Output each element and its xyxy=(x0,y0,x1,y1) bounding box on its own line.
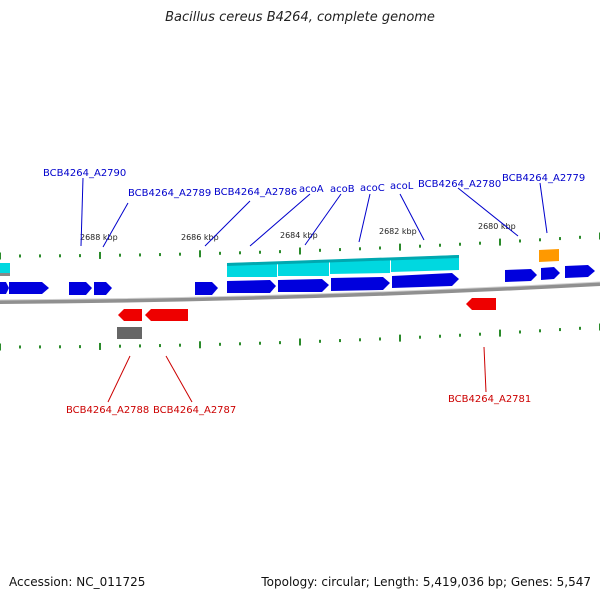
forward-gene-a2786[interactable] xyxy=(195,282,218,295)
reverse-label-leaders xyxy=(107,346,487,403)
forward-gene-a2790-left[interactable] xyxy=(9,282,49,294)
reverse-genes xyxy=(118,298,496,321)
forward-gene-labels: BCB4264_A2790 BCB4264_A2789 BCB4264_A278… xyxy=(43,168,585,199)
accession-text: Accession: NC_011725 xyxy=(9,575,146,589)
label-acoA[interactable]: acoA xyxy=(299,184,324,195)
leader-acoA xyxy=(249,193,311,247)
aco-operon-highlight[interactable] xyxy=(227,255,459,277)
operon-block-3[interactable] xyxy=(330,258,390,274)
kbp-marker-2688: 2688 kbp xyxy=(80,233,118,242)
left-edge-gray-fragment xyxy=(0,273,10,276)
label-a2786[interactable]: BCB4264_A2786 xyxy=(214,187,297,198)
reverse-gene-labels: BCB4264_A2788 BCB4264_A2787 BCB4264_A278… xyxy=(66,394,531,416)
lower-tick-row xyxy=(0,323,600,351)
reverse-gene-a2781[interactable] xyxy=(466,298,496,310)
label-acoC[interactable]: acoC xyxy=(360,183,385,194)
forward-gene-acoL[interactable] xyxy=(392,273,459,288)
label-a2781[interactable]: BCB4264_A2781 xyxy=(448,394,531,405)
left-edge-operon-fragment[interactable] xyxy=(0,263,10,273)
forward-gene-a2780[interactable] xyxy=(505,269,537,282)
leader-a2787 xyxy=(165,355,193,403)
forward-gene-right[interactable] xyxy=(565,265,595,278)
forward-gene-a2789[interactable] xyxy=(94,282,112,295)
reverse-gene-a2787[interactable] xyxy=(145,309,188,321)
upper-tick-row xyxy=(0,232,600,260)
orange-gene-a2779[interactable] xyxy=(539,249,559,262)
forward-gene-acoB[interactable] xyxy=(278,279,329,292)
forward-label-leaders xyxy=(80,177,548,248)
label-a2787[interactable]: BCB4264_A2787 xyxy=(153,405,236,416)
label-a2790[interactable]: BCB4264_A2790 xyxy=(43,168,126,179)
label-a2780[interactable]: BCB4264_A2780 xyxy=(418,179,501,190)
operon-top-edge xyxy=(227,255,459,266)
leader-a2779 xyxy=(539,182,548,234)
leader-acoB xyxy=(304,193,342,246)
leader-a2790 xyxy=(80,177,84,247)
forward-gene-acoC[interactable] xyxy=(331,277,390,291)
label-a2779[interactable]: BCB4264_A2779 xyxy=(502,173,585,184)
pseudo-gene-block[interactable] xyxy=(117,327,142,339)
label-a2789[interactable]: BCB4264_A2789 xyxy=(128,188,211,199)
leader-acoL xyxy=(399,193,425,241)
forward-gene-acoA[interactable] xyxy=(227,280,276,293)
kbp-marker-2684: 2684 kbp xyxy=(280,231,318,240)
leader-acoC xyxy=(358,193,371,243)
kbp-marker-2686: 2686 kbp xyxy=(181,233,219,242)
leader-a2788 xyxy=(107,355,131,403)
genome-title: Bacillus cereus B4264, complete genome xyxy=(165,10,435,25)
label-a2788[interactable]: BCB4264_A2788 xyxy=(66,405,149,416)
label-acoB[interactable]: acoB xyxy=(330,184,355,195)
forward-genes xyxy=(0,265,595,295)
reverse-gene-a2788[interactable] xyxy=(118,309,142,321)
forward-gene-a2790[interactable] xyxy=(69,282,92,295)
leader-a2781 xyxy=(483,346,487,393)
kbp-marker-2682: 2682 kbp xyxy=(379,227,417,236)
topology-text: Topology: circular; Length: 5,419,036 bp… xyxy=(261,575,591,589)
leader-a2780 xyxy=(457,187,519,237)
forward-gene-edge[interactable] xyxy=(0,282,9,294)
label-acoL[interactable]: acoL xyxy=(390,181,414,192)
leader-a2786 xyxy=(204,200,251,247)
genome-backbone-line xyxy=(0,282,600,304)
genome-backbone-highlight xyxy=(0,281,600,301)
operon-block-1[interactable] xyxy=(227,262,277,277)
forward-gene-a2779[interactable] xyxy=(541,267,560,280)
kbp-marker-2680: 2680 kbp xyxy=(478,222,516,231)
leader-a2789 xyxy=(102,202,129,248)
operon-block-2[interactable] xyxy=(278,261,329,276)
